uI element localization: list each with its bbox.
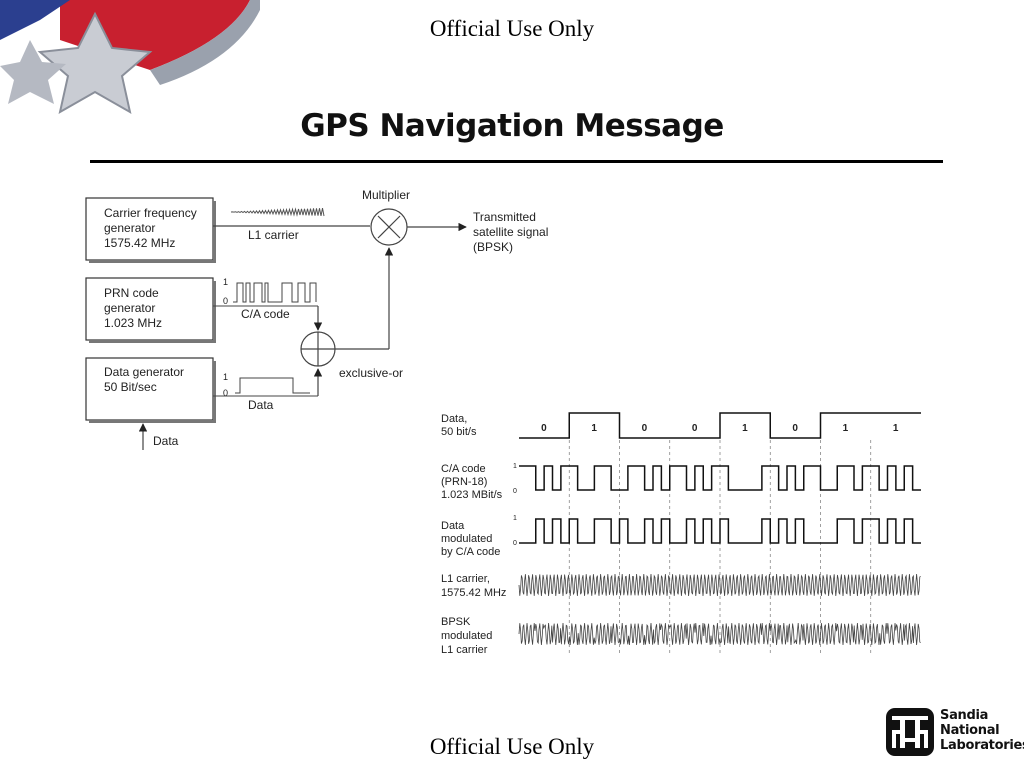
l1-carrier-label: L1 carrier (248, 228, 299, 242)
modulated-timing-waveform (519, 518, 921, 544)
logo-line-laboratories: Laboratories (940, 738, 1024, 753)
data-generator-box: Data generator 50 Bit/sec (85, 357, 216, 423)
bit-label: 1 (843, 423, 849, 434)
output-label-line2: satellite signal (473, 225, 548, 239)
row2-level-zero: 0 (513, 488, 517, 495)
l1-carrier-timing-waveform (518, 573, 921, 597)
multiplier-label: Multiplier (362, 188, 410, 202)
carrier-box-line2: generator (104, 221, 155, 235)
ca-code-waveform (233, 282, 317, 303)
row2-label-line1: C/A code (441, 463, 486, 475)
bit-label: 1 (591, 423, 597, 434)
bpsk-timing-waveform (518, 622, 921, 646)
sandia-thunderbird-icon (886, 708, 934, 756)
prn-generator-box: PRN code generator 1.023 MHz (85, 277, 216, 343)
xor-label: exclusive-or (339, 366, 403, 380)
row3-level-one: 1 (513, 515, 517, 522)
output-label-line1: Transmitted (473, 210, 536, 224)
logo-line-sandia: Sandia (940, 708, 989, 723)
sandia-logo: Sandia National Laboratories (886, 706, 1024, 760)
row3-label-line2: modulated (441, 533, 492, 545)
ca-code-timing-waveform (519, 465, 921, 491)
data-line-label: Data (248, 398, 274, 412)
prn-box-line2: generator (104, 301, 155, 315)
flag-star-decoration (0, 0, 260, 114)
row2-label-line3: 1.023 MBit/s (441, 489, 503, 501)
bit-label: 0 (692, 423, 698, 434)
slide-title: GPS Navigation Message (300, 108, 724, 144)
bit-label: 0 (792, 423, 798, 434)
row2-label-line2: (PRN-18) (441, 476, 487, 488)
ca-code-label: C/A code (241, 307, 290, 321)
data-bitstream-waveform (519, 412, 921, 439)
prn-box-line3: 1.023 MHz (104, 316, 162, 330)
prn-box-line1: PRN code (104, 286, 159, 300)
data-level-zero: 0 (223, 388, 228, 398)
data-level-one: 1 (223, 372, 228, 382)
carrier-generator-box: Carrier frequency generator 1575.42 MHz (85, 197, 216, 263)
logo-line-national: National (940, 723, 1000, 738)
data-box-line2: 50 Bit/sec (104, 380, 157, 394)
title-underline (90, 160, 943, 163)
data-box-line1: Data generator (104, 365, 184, 379)
row1-label-line1: Data, (441, 413, 467, 425)
bit-label: 1 (742, 423, 748, 434)
ca-level-zero: 0 (223, 296, 228, 306)
carrier-box-line1: Carrier frequency (104, 206, 197, 220)
sandia-logo-text: Sandia National Laboratories (940, 708, 1024, 753)
row4-label-line2: 1575.42 MHz (441, 587, 506, 599)
row4-label-line1: L1 carrier, (441, 573, 490, 585)
row3-level-zero: 0 (513, 540, 517, 547)
classification-marking-top: Official Use Only (429, 16, 595, 41)
bit-label: 0 (541, 423, 547, 434)
bit-label: 1 (893, 423, 899, 434)
classification-marking-bottom: Official Use Only (429, 734, 595, 759)
bit-label: 0 (642, 423, 648, 434)
data-waveform (235, 377, 310, 394)
row5-label-line1: BPSK (441, 616, 471, 628)
row5-label-line3: L1 carrier (441, 644, 488, 656)
row5-label-line2: modulated (441, 630, 492, 642)
timing-diagram: Data, 50 bit/s C/A code (PRN-18) 1.023 M… (441, 412, 921, 656)
row3-label-line3: by C/A code (441, 546, 500, 558)
row2-level-one: 1 (513, 463, 517, 470)
data-input-label: Data (153, 434, 179, 448)
output-label-line3: (BPSK) (473, 240, 513, 254)
ca-level-one: 1 (223, 277, 228, 287)
row1-label-line2: 50 bit/s (441, 426, 477, 438)
carrier-box-line3: 1575.42 MHz (104, 236, 175, 250)
row3-label-line1: Data (441, 520, 465, 532)
l1-carrier-waveform (230, 207, 325, 217)
